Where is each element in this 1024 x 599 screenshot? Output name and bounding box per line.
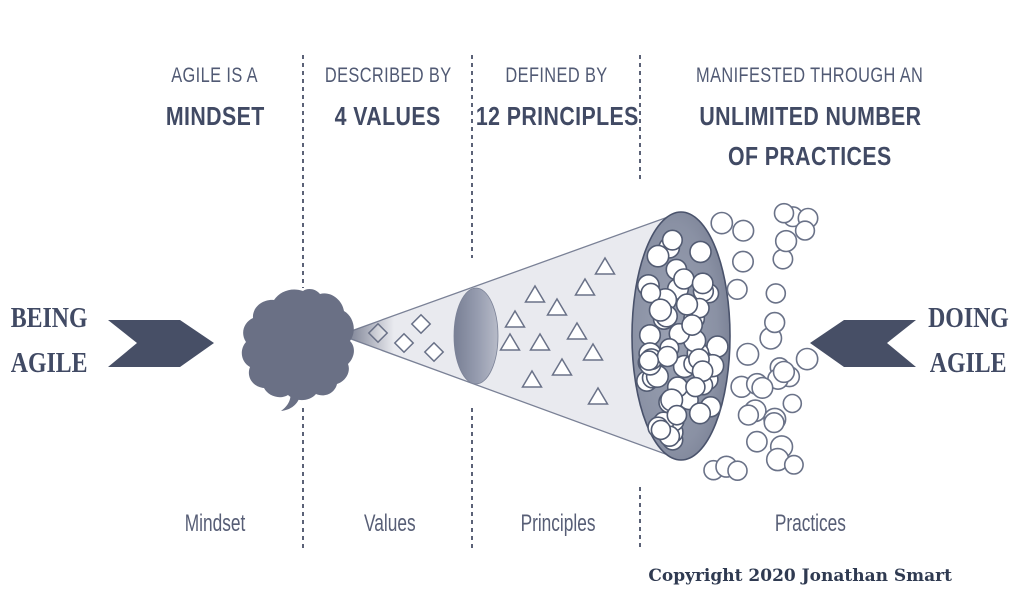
being-line2: AGILE: [10, 348, 88, 379]
header-mindset-line2: MINDSET: [165, 101, 265, 131]
divider-values-principles-top: [471, 55, 473, 258]
footer-label-mindset: Mindset: [184, 510, 246, 537]
doing-arrow-left-icon: [810, 320, 916, 367]
header-values-line2: 4 VALUES: [335, 101, 441, 131]
header-values-line1: DESCRIBED BY: [324, 64, 452, 87]
brain-icon: [241, 289, 354, 401]
header-mindset-line1: AGILE IS A: [171, 64, 259, 87]
principle-triangles: [499, 256, 616, 405]
header-values: DESCRIBED BY 4 VALUES: [288, 56, 488, 136]
header-practices-line3: OF PRACTICES: [728, 141, 892, 171]
doing-line1: DOING: [927, 303, 1009, 334]
brain-stem: [281, 388, 300, 411]
divider-mindset-values-bottom: [302, 408, 304, 548]
divider-principles-practices-top: [639, 55, 641, 182]
practices-cross-section: [631, 211, 731, 461]
header-mindset: AGILE IS A MINDSET: [115, 56, 315, 136]
cone-shape: [338, 212, 680, 460]
being-agile-label: BEING AGILE: [0, 296, 101, 386]
footer-label-values: Values: [364, 510, 416, 537]
practice-circles-inside: [636, 229, 729, 451]
header-principles: DEFINED BY 12 PRINCIPLES: [445, 56, 669, 136]
footer-label-principles: Principles: [520, 510, 596, 537]
practice-circles-outside: [703, 202, 819, 482]
divider-mindset-values-top: [302, 55, 304, 288]
divider-principles-practices-bottom: [639, 487, 641, 548]
header-practices: MANIFESTED THROUGH AN UNLIMITED NUMBER O…: [655, 56, 965, 176]
being-arrow-right-icon: [108, 320, 214, 367]
being-line1: BEING: [10, 303, 88, 334]
header-principles-line1: DEFINED BY: [505, 64, 609, 87]
doing-agile-label: DOING AGILE: [916, 296, 1020, 386]
header-principles-line2: 12 PRINCIPLES: [475, 101, 639, 131]
footer-label-practices: Practices: [774, 510, 846, 537]
doing-line2: AGILE: [929, 348, 1007, 379]
copyright-notice: Copyright 2020 Jonathan Smart: [648, 566, 952, 586]
cone-apex-shading: [340, 316, 394, 354]
values-cross-section: [453, 287, 499, 385]
header-practices-line2: UNLIMITED NUMBER: [698, 101, 922, 131]
header-practices-line1: MANIFESTED THROUGH AN: [696, 64, 924, 87]
value-diamonds: [367, 313, 445, 363]
divider-values-principles-bottom: [471, 408, 473, 548]
